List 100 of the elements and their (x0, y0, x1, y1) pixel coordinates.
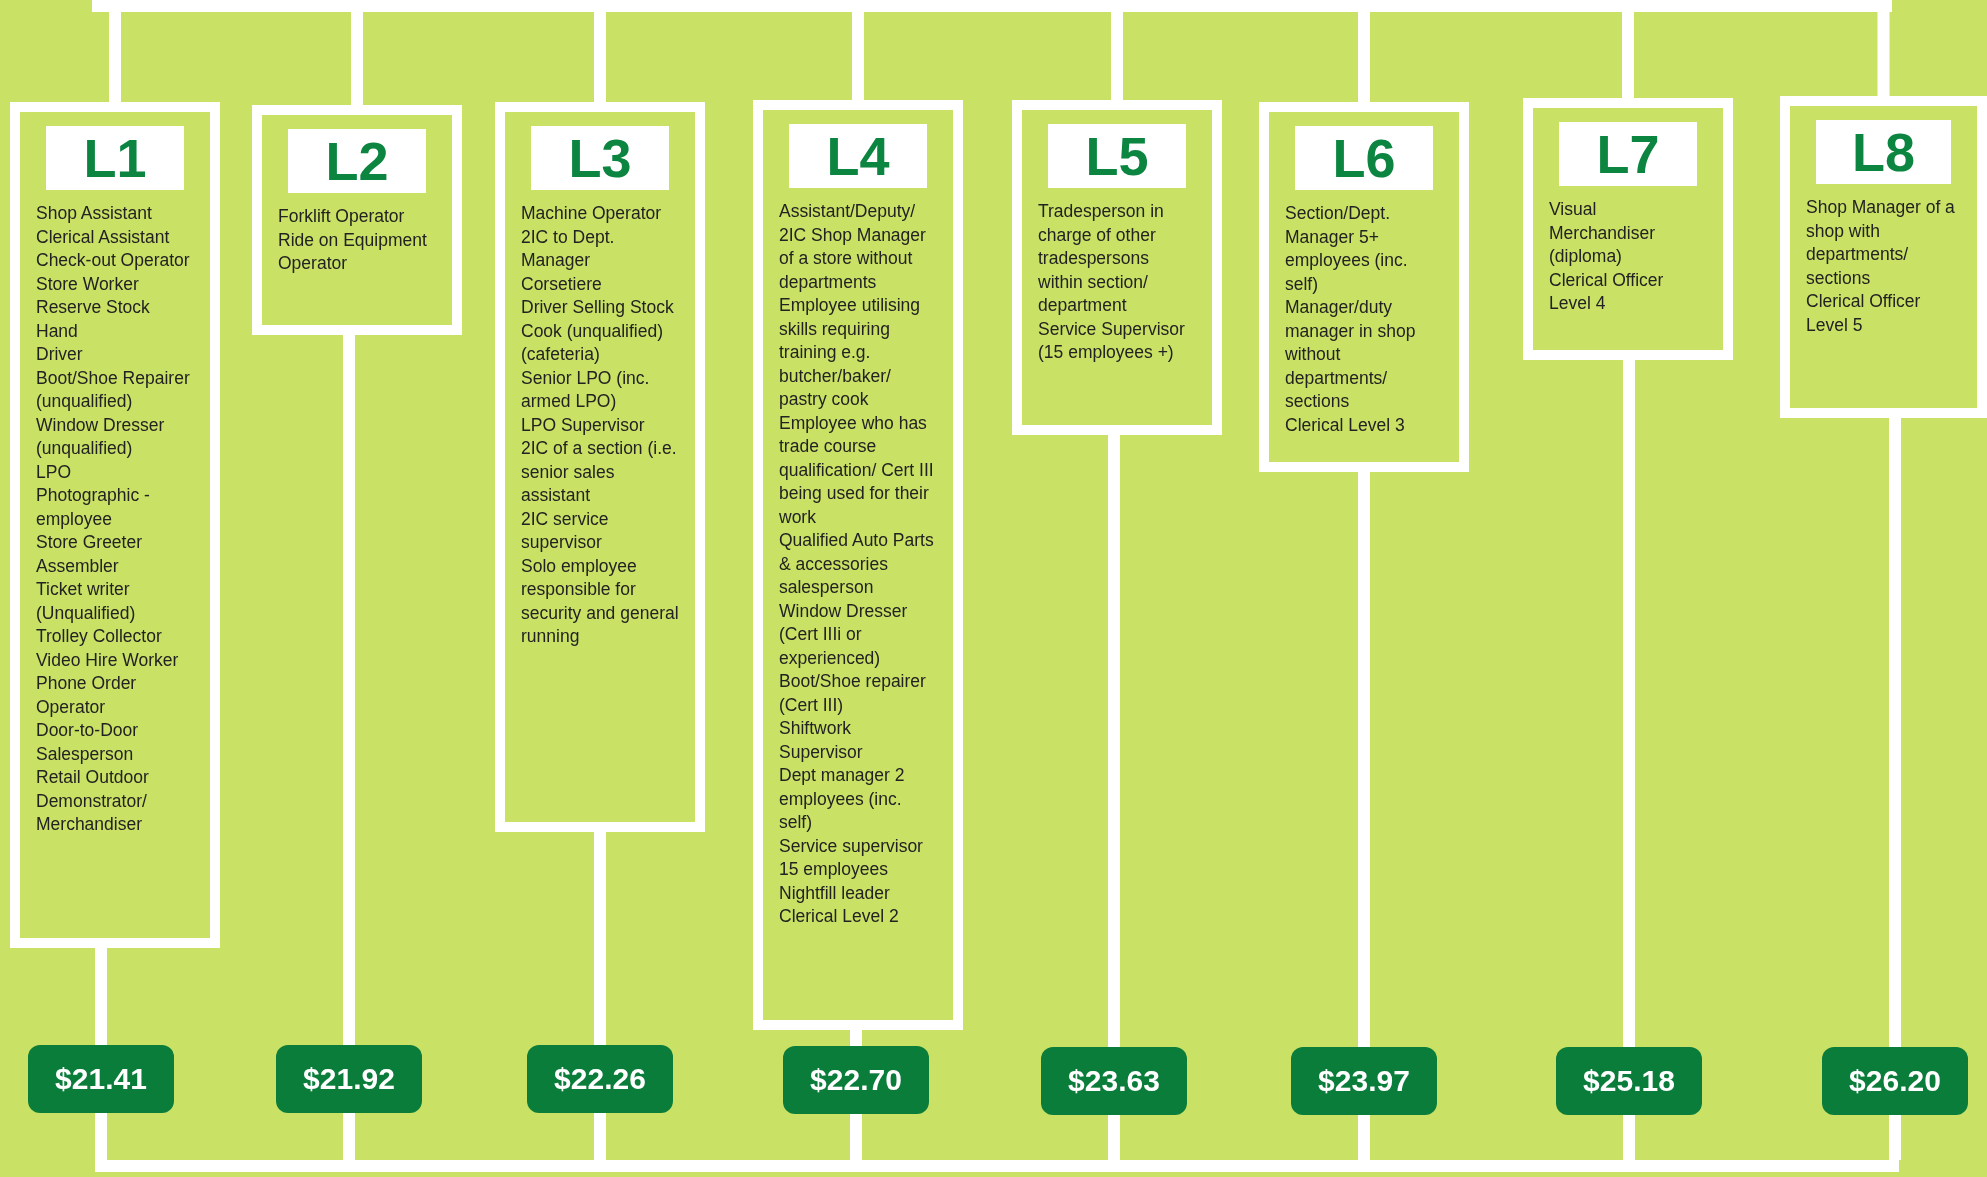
job-title: Clerical Officer Level 5 (1806, 290, 1922, 337)
job-title: Trolley Collector (36, 625, 163, 648)
job-level-card (495, 102, 705, 832)
connector-line (95, 948, 107, 1045)
job-title: Store Worker (36, 272, 140, 296)
job-title: Senior LPO (inc. armed LPO) (521, 366, 651, 413)
wage-tag: $21.92 (276, 1045, 422, 1113)
connector-line (1111, 12, 1123, 100)
job-title: LPO (36, 460, 73, 484)
job-level-card (1523, 98, 1733, 360)
job-title: Corsetiere (521, 272, 603, 296)
job-title: Phone Order Operator (36, 672, 138, 719)
job-title: Clerical Level 3 (1285, 413, 1406, 437)
level-heading: L3 (531, 126, 669, 190)
job-title: Driver Selling Stock (521, 296, 675, 319)
job-title: Tradesperson in charge of other tradespersons within section/ department (1038, 200, 1165, 317)
job-level-card (1012, 100, 1222, 435)
connector-line (95, 1113, 107, 1160)
job-title: Boot/Shoe repairer (Cert III) (779, 670, 927, 717)
job-title: Ticket writer (Unqualified) (36, 578, 137, 625)
level-heading: L6 (1295, 126, 1433, 190)
job-title: Reserve Stock Hand (36, 296, 151, 343)
job-title: Assistant/Deputy/ 2IC Shop Manager of a store without departments (779, 200, 927, 294)
connector-line (850, 1114, 862, 1160)
job-title: Qualified Auto Parts & accessories salesperson (779, 529, 935, 599)
connector-line (1889, 1115, 1901, 1160)
connector-line (1358, 12, 1370, 102)
connector-line (594, 1113, 606, 1160)
connector-line (1108, 435, 1120, 1047)
bus-bar (92, 0, 1892, 12)
connector-line (850, 1030, 862, 1046)
job-title: Retail Outdoor Demonstrator/ Merchandiser (36, 766, 150, 836)
level-heading: L1 (46, 126, 184, 190)
job-title: Video Hire Worker (36, 648, 180, 672)
job-title: Shop Assistant (36, 202, 153, 225)
job-title: Cook (unqualified) (cafeteria) (521, 319, 665, 366)
job-title: Manager/duty manager in shop without departments/ sections (1285, 296, 1417, 413)
job-level-card (252, 105, 462, 335)
connector-line (1623, 1115, 1635, 1160)
job-level-card (1259, 102, 1469, 472)
wage-tag: $25.18 (1556, 1047, 1702, 1115)
job-title: 2IC to Dept. Manager (521, 225, 616, 272)
job-title: Shop Manager of a shop with departments/ sections (1806, 196, 1956, 290)
wage-tag: $21.41 (28, 1045, 174, 1113)
job-title: Solo employee responsible for security and general running (521, 554, 679, 648)
connector-line (1889, 418, 1901, 1047)
connector-line (1877, 12, 1890, 96)
connector-line (1622, 12, 1634, 98)
job-title: Machine Operator (521, 202, 663, 225)
job-title: Clerical Officer Level 4 (1549, 268, 1665, 315)
job-title: Clerical Level 2 (779, 905, 900, 928)
job-title: Employee who has trade course qualification/ Cert III being used for their work (779, 411, 935, 529)
job-title: Window Dresser (Cert IIIi or experienced) (779, 599, 909, 670)
job-title: Assembler (36, 554, 120, 578)
connector-line (1623, 360, 1635, 1047)
level-heading: L7 (1559, 122, 1697, 186)
level-heading: L2 (288, 129, 426, 193)
job-title: Service Supervisor (15 employees +) (1038, 317, 1186, 364)
connector-line (1358, 1115, 1370, 1160)
connector-line (1358, 472, 1370, 1047)
job-title: Employee utilising skills requiring training e.g. butcher/baker/ pastry cook (779, 294, 922, 411)
connector-line (343, 1113, 355, 1160)
job-level-card (753, 100, 963, 1030)
connector-line (343, 335, 355, 1045)
job-level-card (10, 102, 220, 948)
connector-line (351, 12, 363, 105)
bus-bar (95, 1160, 1899, 1172)
level-heading: L5 (1048, 124, 1186, 188)
wage-tag: $23.97 (1291, 1047, 1437, 1115)
wage-tag: $23.63 (1041, 1047, 1187, 1115)
job-title: Photographic - employee (36, 484, 151, 531)
job-title: Service supervisor 15 employees (779, 834, 924, 881)
wage-tag: $22.26 (527, 1045, 673, 1113)
job-title: Door-to-Door Salesperson (36, 719, 140, 766)
job-title: Check-out Operator (36, 249, 191, 272)
wage-tag: $22.70 (783, 1046, 929, 1114)
job-title: Visual Merchandiser (diploma) (1549, 198, 1657, 268)
job-title: Store Greeter (36, 531, 144, 554)
job-title: Boot/Shoe Repairer (unqualified) (36, 366, 191, 413)
job-title: Dept manager 2 employees (inc. self) (779, 764, 906, 834)
wage-tag: $26.20 (1822, 1047, 1968, 1115)
job-title: 2IC service supervisor (521, 507, 610, 554)
connector-line (594, 12, 606, 102)
level-heading: L4 (789, 124, 927, 188)
connector-line (852, 12, 864, 100)
job-title: Shiftwork Supervisor (779, 717, 864, 764)
connector-line (109, 12, 121, 102)
job-title: Forklift Operator (278, 205, 406, 228)
level-heading: L8 (1816, 120, 1951, 184)
job-title: Window Dresser (unqualified) (36, 413, 166, 460)
job-title: Nightfill leader (779, 881, 891, 905)
job-title: LPO Supervisor (521, 413, 646, 437)
job-title: Clerical Assistant (36, 225, 171, 249)
job-title: Section/Dept. Manager 5+ employees (inc. self) (1285, 202, 1409, 296)
connector-line (1108, 1115, 1120, 1160)
job-title: Ride on Equipment Operator (278, 228, 428, 275)
job-title: 2IC of a section (i.e. senior sales assistant (521, 437, 678, 507)
job-level-card (1780, 96, 1987, 418)
connector-line (594, 832, 606, 1045)
job-title: Driver (36, 343, 84, 366)
